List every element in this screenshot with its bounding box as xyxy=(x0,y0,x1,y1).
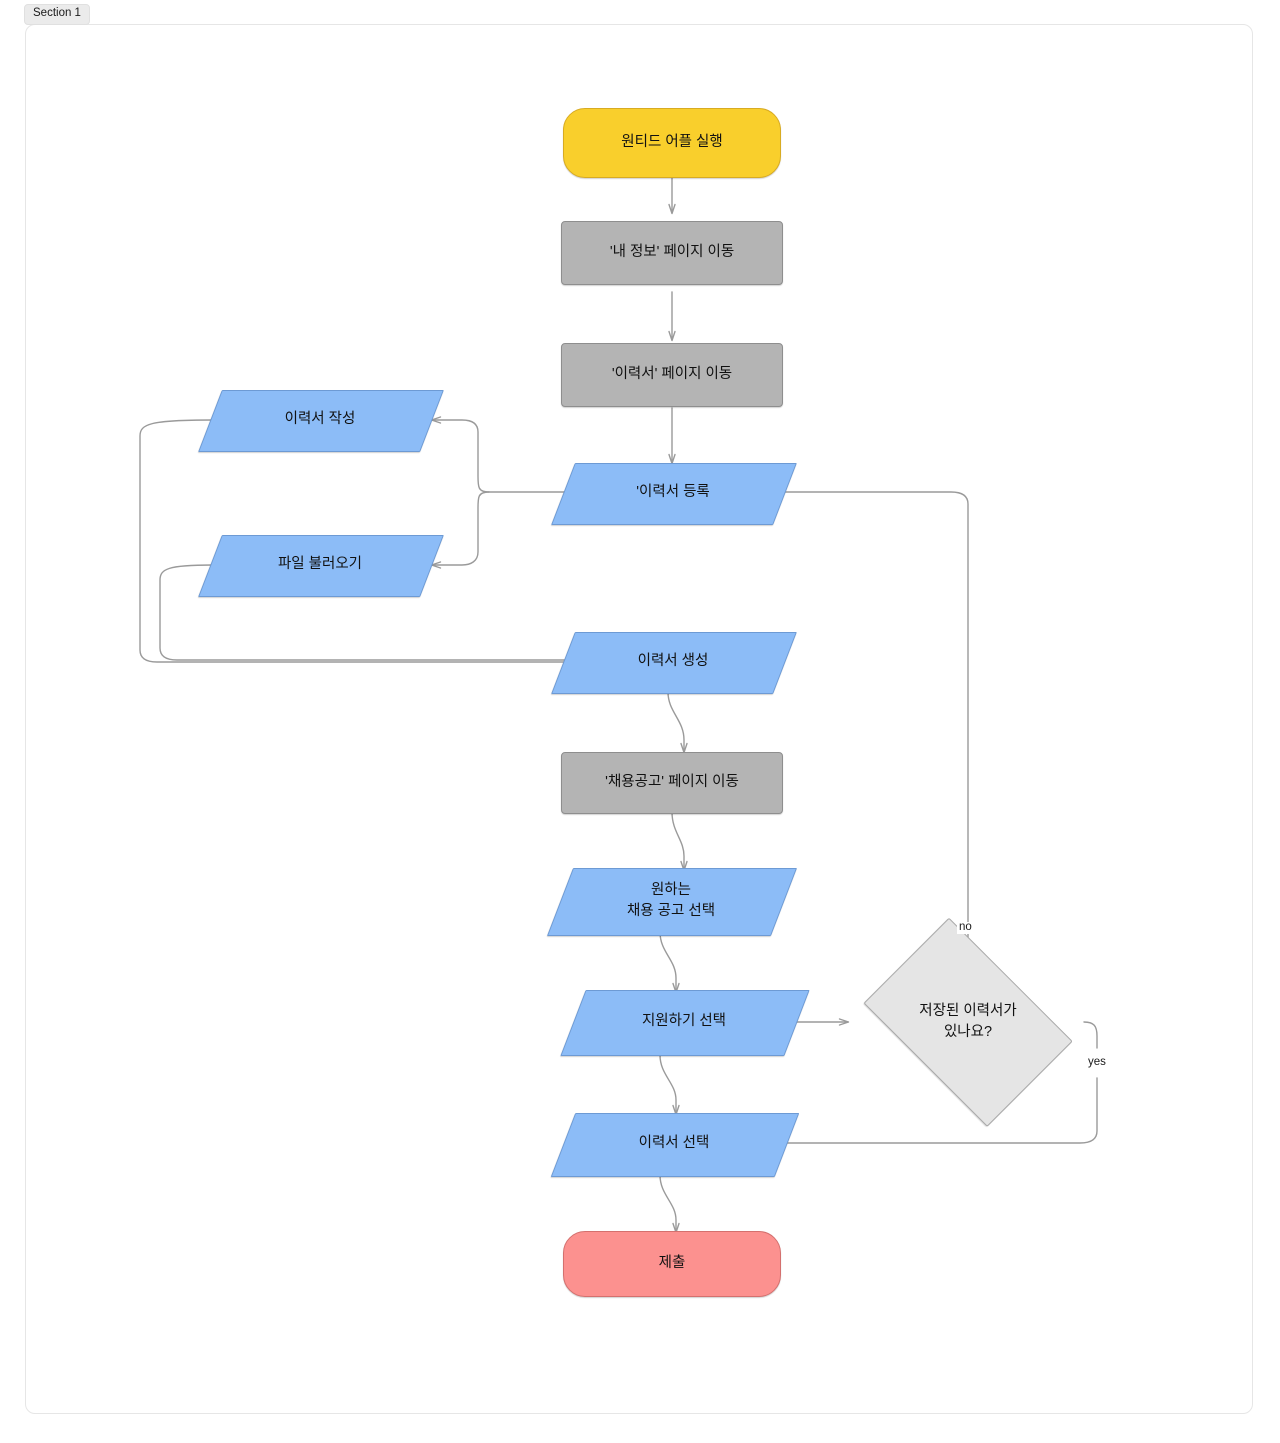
node-pick-resume[interactable]: 이력서 선택 xyxy=(550,1113,800,1177)
node-file-load[interactable]: 파일 불러오기 xyxy=(198,535,444,597)
node-submit[interactable]: 제출 xyxy=(563,1231,781,1297)
edge-apply-pickresume xyxy=(659,1054,680,1116)
node-apply-label: 지원하기 선택 xyxy=(641,1013,727,1030)
node-jobs-page[interactable]: '채용공고' 페이지 이동 xyxy=(561,752,783,814)
node-submit-label: 제출 xyxy=(658,1255,686,1272)
node-resume-create[interactable]: 이력서 생성 xyxy=(551,632,797,694)
edge-write-make xyxy=(139,419,578,666)
node-start-label: 원티드 어플 실행 xyxy=(621,134,723,151)
node-decision-label: 저장된 이력서가 있나요? xyxy=(919,1002,1017,1040)
edge-fileload-make xyxy=(159,564,577,661)
edge-decision-yes-pickresume xyxy=(772,1021,1098,1143)
node-resume-register[interactable]: '이력서 등록 xyxy=(551,463,797,525)
node-my-info-page-label: '내 정보' 페이지 이동 xyxy=(609,244,735,261)
node-my-info-page[interactable]: '내 정보' 페이지 이동 xyxy=(561,221,783,285)
node-resume-create-label: 이력서 생성 xyxy=(637,653,709,670)
node-file-load-label: 파일 불러오기 xyxy=(277,556,363,573)
edge-pickjob-apply xyxy=(659,931,680,994)
node-decision-saved-resume[interactable]: 저장된 이력서가 있나요? xyxy=(846,917,1090,1127)
node-pick-job-label: 원하는 채용 공고 선택 xyxy=(626,881,716,919)
edge-resumereg-fileload xyxy=(430,491,490,569)
section-tab[interactable]: Section 1 xyxy=(24,4,90,25)
edge-label-yes: yes xyxy=(1086,1056,1108,1069)
node-resume-write-label: 이력서 작성 xyxy=(284,411,356,428)
node-pick-resume-label: 이력서 선택 xyxy=(638,1135,710,1152)
node-resume-page[interactable]: '이력서' 페이지 이동 xyxy=(561,343,783,407)
node-resume-register-label: '이력서 등록 xyxy=(636,484,710,501)
edge-make-jobspage xyxy=(667,691,688,754)
node-pick-job[interactable]: 원하는 채용 공고 선택 xyxy=(546,868,798,936)
edge-decision-no-resumereg xyxy=(772,492,969,977)
edge-jobspage-pickjob xyxy=(671,811,688,872)
node-resume-page-label: '이력서' 페이지 이동 xyxy=(611,366,733,383)
node-resume-write[interactable]: 이력서 작성 xyxy=(198,390,444,452)
node-jobs-page-label: '채용공고' 페이지 이동 xyxy=(605,774,739,791)
edge-label-no: no xyxy=(957,921,974,934)
edge-resumereg-write xyxy=(430,416,490,493)
node-apply[interactable]: 지원하기 선택 xyxy=(560,990,810,1056)
node-start[interactable]: 원티드 어플 실행 xyxy=(563,108,781,178)
edge-pickresume-submit xyxy=(659,1174,680,1234)
